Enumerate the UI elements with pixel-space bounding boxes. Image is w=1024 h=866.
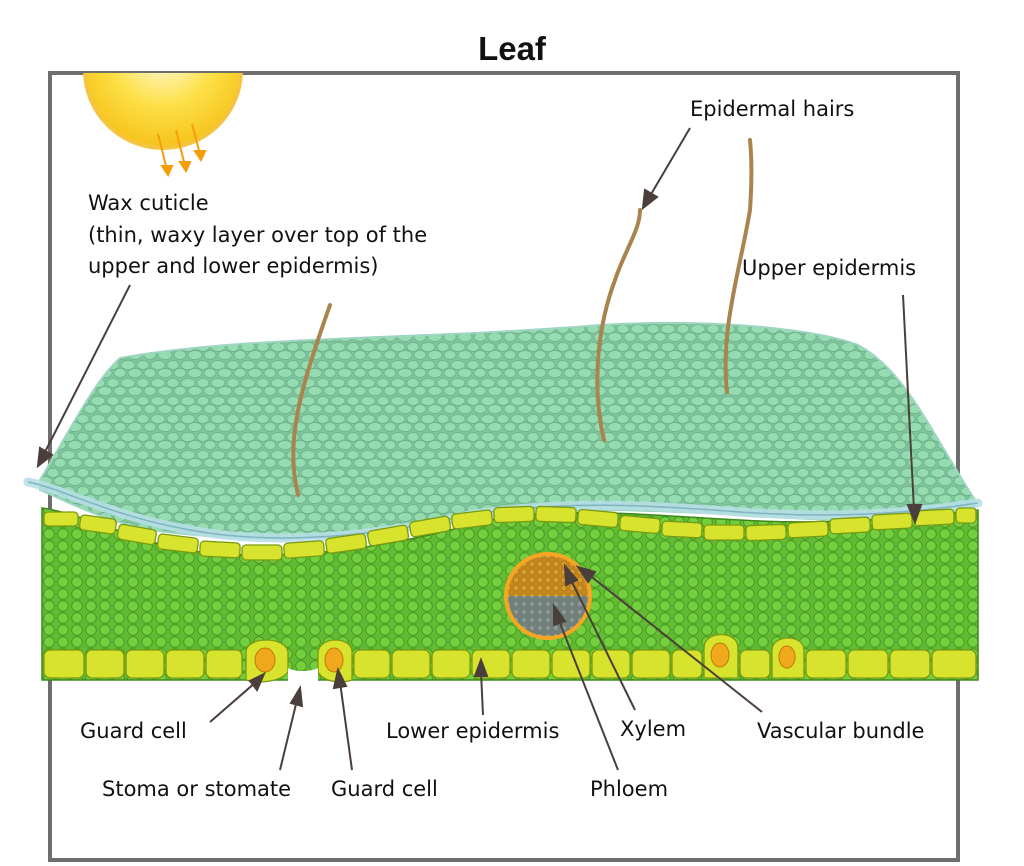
guard-cell-left-shape	[246, 640, 288, 682]
label-wax-cuticle-detail-1: (thin, waxy layer over top of the	[88, 220, 427, 250]
label-vascular-bundle: Vascular bundle	[757, 716, 924, 746]
label-epidermal-hairs: Epidermal hairs	[690, 94, 854, 124]
label-stoma: Stoma or stomate	[102, 774, 291, 804]
label-guard-cell-left: Guard cell	[80, 716, 187, 746]
guard-cell-right-shape	[318, 640, 352, 682]
label-upper-epidermis: Upper epidermis	[742, 253, 916, 283]
sun-icon	[85, 0, 241, 148]
label-guard-cell-right: Guard cell	[331, 774, 438, 804]
label-wax-cuticle: Wax cuticle	[88, 188, 209, 218]
label-xylem: Xylem	[620, 714, 686, 744]
label-phloem: Phloem	[590, 774, 668, 804]
diagram-title: Leaf	[0, 30, 1024, 68]
label-wax-cuticle-detail-2: upper and lower epidermis)	[88, 251, 379, 281]
label-lower-epidermis: Lower epidermis	[386, 716, 559, 746]
